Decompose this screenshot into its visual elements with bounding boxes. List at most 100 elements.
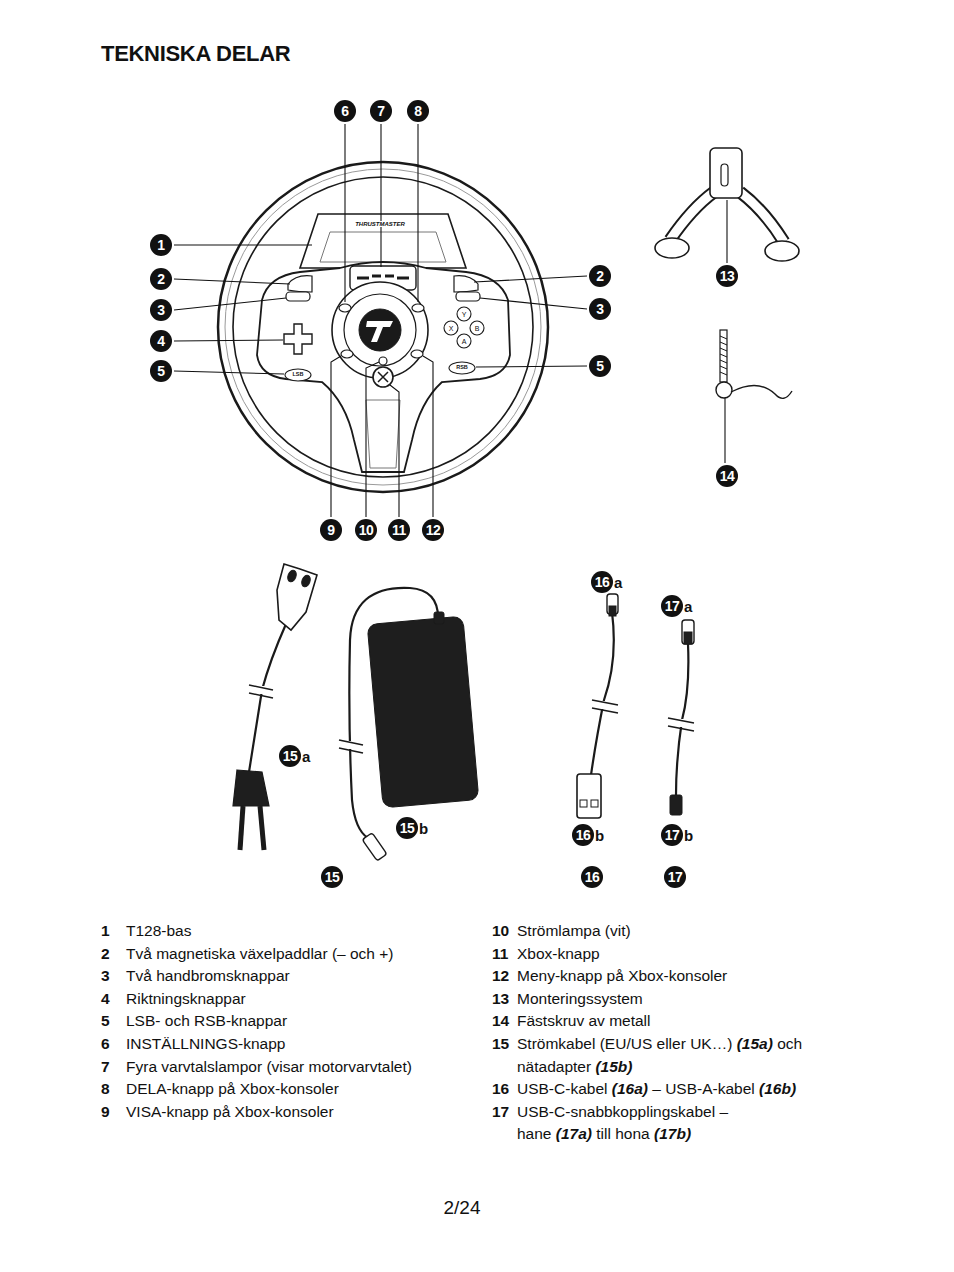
callout-number: 11 (388, 519, 410, 541)
part-description: Xbox-knapp (517, 943, 600, 966)
steering-wheel (366, 321, 393, 342)
steering-wheel (385, 275, 394, 278)
part-number: 9 (101, 1101, 126, 1124)
usb-c-to-usb-a-cable (609, 606, 616, 616)
metal-screw (716, 382, 732, 398)
button-text: LSB (292, 372, 305, 378)
steering-wheel (359, 309, 401, 351)
metal-screw (720, 336, 727, 375)
leader-line (366, 362, 379, 517)
callout-number: 6 (334, 100, 356, 122)
steering-wheel (233, 177, 533, 477)
mounting-system (670, 192, 714, 240)
part-description: DELA-knapp på Xbox-konsoler (126, 1078, 339, 1101)
part-description: Monteringssystem (517, 988, 643, 1011)
mounting-system (710, 148, 742, 198)
text-segment: VISA-knapp på Xbox-konsoler (126, 1103, 334, 1120)
power-adapter (367, 616, 479, 808)
callout-number: 7 (370, 100, 392, 122)
callout-number: 3 (589, 298, 611, 320)
parts-list-row: 8DELA-knapp på Xbox-konsoler (101, 1078, 412, 1101)
power-cable (260, 806, 264, 850)
callout-number: 12 (422, 519, 444, 541)
usb-c-to-usb-a-cable (591, 800, 598, 807)
leader-line (480, 298, 587, 309)
power-adapter (339, 740, 363, 745)
mounting-system (740, 192, 784, 242)
part-number: 5 (101, 1010, 126, 1033)
part-number: 4 (101, 988, 126, 1011)
text-segment: Strömkabel (EU/US eller UK…) (517, 1035, 737, 1052)
text-segment: till hona (592, 1125, 654, 1142)
usb-c-quick-release-cable (682, 620, 694, 644)
callout-number: 8 (407, 100, 429, 122)
part-description: LSB- och RSB-knappar (126, 1010, 287, 1033)
steering-wheel (344, 294, 416, 366)
mounting-system (765, 241, 799, 261)
callout-number: 5 (150, 360, 172, 382)
leader-line (174, 340, 283, 341)
steering-wheel (454, 276, 478, 292)
text-segment: Xbox-knapp (517, 945, 600, 962)
text-segment: USB-C-kabel (517, 1080, 612, 1097)
button-text: Y (461, 311, 468, 318)
parts-list-row: 15Strömkabel (EU/US eller UK…) (15a) och… (492, 1033, 817, 1078)
callout-number: 15 (321, 866, 343, 888)
page-title: TEKNISKA DELAR (101, 40, 290, 68)
callout-number: 4 (150, 330, 172, 352)
mounting-system (670, 192, 714, 240)
steering-wheel (412, 304, 424, 312)
usb-c-to-usb-a-cable (592, 700, 618, 705)
part-number: 16 (492, 1078, 517, 1101)
parts-list-row: 11Xbox-knapp (492, 943, 817, 966)
power-cable (300, 574, 312, 588)
steering-wheel (257, 262, 510, 472)
part-number: 14 (492, 1010, 517, 1033)
steering-wheel (456, 292, 480, 301)
steering-wheel (449, 362, 475, 374)
callout-number: 3 (150, 299, 172, 321)
part-number: 10 (492, 920, 517, 943)
steering-wheel (218, 162, 548, 492)
parts-list-row: 2Två magnetiska växelpaddlar (– och +) (101, 943, 412, 966)
power-cable (277, 564, 317, 630)
text-segment: Fästskruv av metall (517, 1012, 651, 1029)
power-adapter (339, 588, 479, 861)
power-cable (286, 569, 298, 583)
parts-list-row: 6INSTÄLLNINGS-knapp (101, 1033, 412, 1056)
text-segment: (17b) (654, 1125, 691, 1142)
steering-wheel (339, 304, 351, 312)
part-description: INSTÄLLNINGS-knapp (126, 1033, 285, 1056)
text-segment: Fyra varvtalslampor (visar motorvarvtale… (126, 1058, 412, 1075)
text-segment: Meny-knapp på Xbox-konsoler (517, 967, 727, 984)
parts-list-row: 13Monteringssystem (492, 988, 817, 1011)
usb-c-to-usb-a-cable (580, 800, 587, 807)
usb-c-quick-release-cable (684, 632, 692, 644)
steering-wheel (366, 400, 400, 468)
callout-number: 15b (396, 817, 428, 839)
steering-wheel (286, 292, 310, 301)
power-cable (233, 770, 269, 806)
part-description: Två magnetiska växelpaddlar (– och +) (126, 943, 394, 966)
text-segment: (15a) (737, 1035, 773, 1052)
steering-wheel (288, 276, 312, 292)
parts-list-row: 5LSB- och RSB-knappar (101, 1010, 412, 1033)
text-segment: (16b) (759, 1080, 796, 1097)
callout-number: 2 (150, 268, 172, 290)
parts-list-row: 3Två handbromsknappar (101, 965, 412, 988)
steering-wheel (284, 324, 312, 354)
steering-wheel (218, 162, 548, 492)
mounting-system (655, 238, 689, 258)
usb-c-to-usb-a-cable (577, 594, 618, 818)
text-segment: Två magnetiska växelpaddlar (– och +) (126, 945, 394, 962)
callout-number: 17b (661, 824, 693, 846)
part-description: Två handbromsknappar (126, 965, 290, 988)
usb-c-quick-release-cable (668, 719, 694, 727)
text-segment: (15b) (595, 1058, 632, 1075)
leader-line (331, 356, 341, 517)
steering-wheel (332, 282, 428, 378)
callout-number: 9 (320, 519, 342, 541)
callout-number: 10 (355, 519, 377, 541)
usb-c-quick-release-cable (668, 726, 694, 731)
leader-line (344, 124, 345, 302)
